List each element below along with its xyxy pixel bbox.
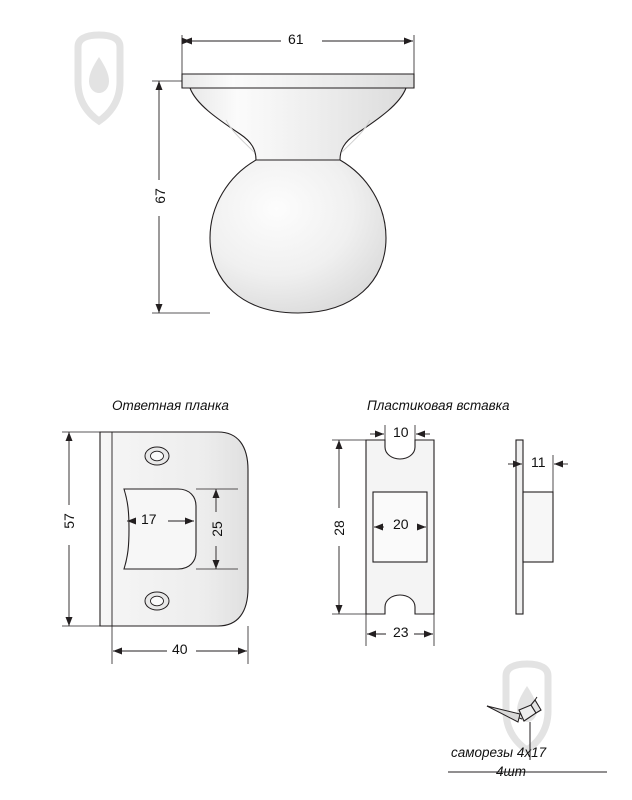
dimension-insert-depth: 11 (531, 454, 546, 470)
dimension-insert-overall-width: 23 (393, 624, 409, 640)
knob-view (152, 35, 415, 314)
strike-plate-view (62, 431, 249, 664)
dimension-cutout-width: 17 (141, 511, 157, 527)
dimension-plate-height: 57 (60, 513, 77, 529)
strike-plate-title: Ответная планка (112, 398, 229, 413)
screw-label-line-1: саморезы 4х17 (451, 745, 547, 760)
dimension-knob-height: 67 (151, 188, 168, 204)
dimension-insert-height: 28 (330, 520, 347, 536)
watermark-top-left (74, 31, 124, 126)
dimension-plate-width: 40 (172, 641, 188, 657)
plastic-insert-title: Пластиковая вставка (367, 398, 510, 413)
dimension-insert-body-width: 20 (393, 516, 409, 532)
screw-illustration (448, 696, 607, 773)
plastic-insert-front-view (332, 425, 435, 646)
dimension-insert-notch-width: 10 (393, 424, 409, 440)
dimension-cutout-height: 25 (208, 521, 225, 537)
plastic-insert-side-view (508, 439, 568, 615)
screw-label-line-2: 4шт (496, 764, 526, 779)
dimension-knob-width: 61 (288, 31, 304, 47)
